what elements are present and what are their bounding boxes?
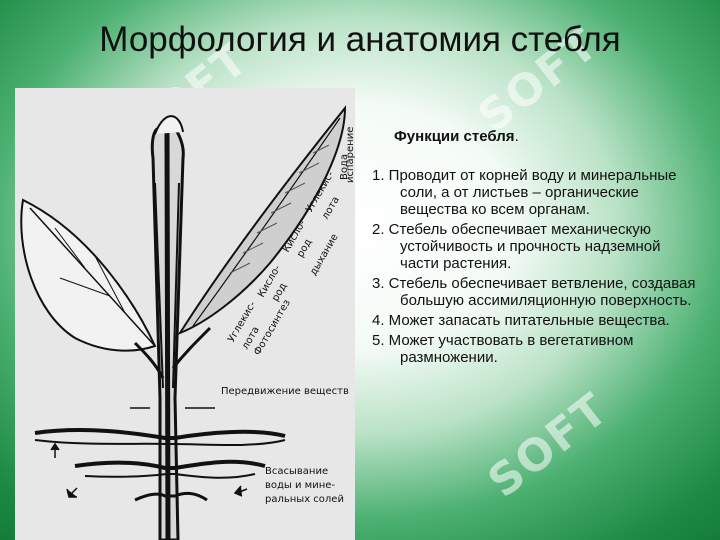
watermark: SOFT [478,383,619,508]
label-evaporation: испарение [345,127,355,183]
stem-diagram-drawing: Вода испарение Углекис- лота Кисло- род … [20,105,355,540]
label-breathing: дыхание [308,232,341,277]
root-upper [34,428,286,440]
label-water: Вода [339,154,350,180]
function-item: 2. Стебель обеспечивает механическую уст… [372,221,661,272]
functions-text: Функции стебля. 1. Проводит от корней во… [372,128,702,369]
label-co2-top-2: лота [320,195,342,222]
label-absorption-2: воды и мине- [265,480,335,491]
functions-list: 1. Проводит от корней воду и минеральные… [372,167,702,366]
functions-heading: Функции стебля. [394,128,519,145]
label-photosynthesis: Фотосинтез [252,298,293,358]
label-transport: Передвижение веществ [221,386,349,397]
slide-title: Морфология и анатомия стебля [99,20,621,59]
left-leaf [20,198,157,352]
label-absorption-3: ральных солей [265,494,344,505]
function-item: 5. Может участвовать в вегетативном разм… [372,332,634,366]
function-item: 3. Стебель обеспечивает ветвление, созда… [372,275,696,309]
label-absorption-1: Всасывание [265,466,328,477]
function-item: 4. Может запасать питательные вещества. [372,312,670,329]
right-leaf [177,105,347,336]
root-lower [74,459,266,470]
function-item: 1. Проводит от корней воду и минеральные… [372,167,677,218]
stem-diagram: Вода испарение Углекис- лота Кисло- род … [15,88,355,540]
